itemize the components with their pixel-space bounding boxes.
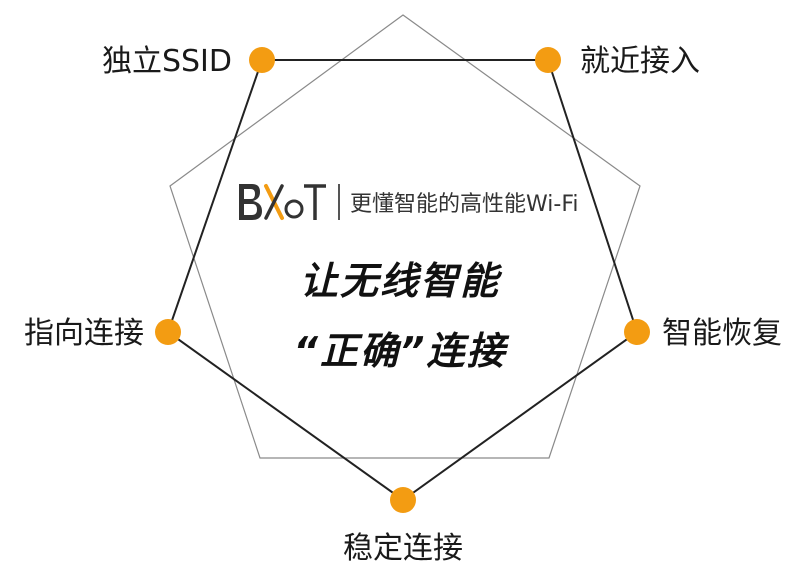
node-label-left: 指向连接 [24,316,144,351]
headline-line-2: “正确”连接 [293,329,507,373]
node-dot-top-left [249,47,275,73]
node-label-top-right: 就近接入 [580,44,700,79]
outer-pentagon [169,14,641,459]
node-dot-top-right [535,47,561,73]
node-label-bottom: 稳定连接 [343,531,463,566]
node-dot-right [624,319,650,345]
bxot-logo [239,184,326,220]
node-label-right: 智能恢复 [662,316,782,351]
node-label-top-left: 独立SSID [102,44,232,79]
brand-tagline: 更懂智能的高性能Wi-Fi [350,192,579,217]
node-dot-left [155,319,181,345]
node-pentagon [166,59,639,502]
node-dot-bottom [390,487,416,513]
logo-divider [338,184,340,220]
headline-line-1: 让无线智能 [299,259,500,303]
